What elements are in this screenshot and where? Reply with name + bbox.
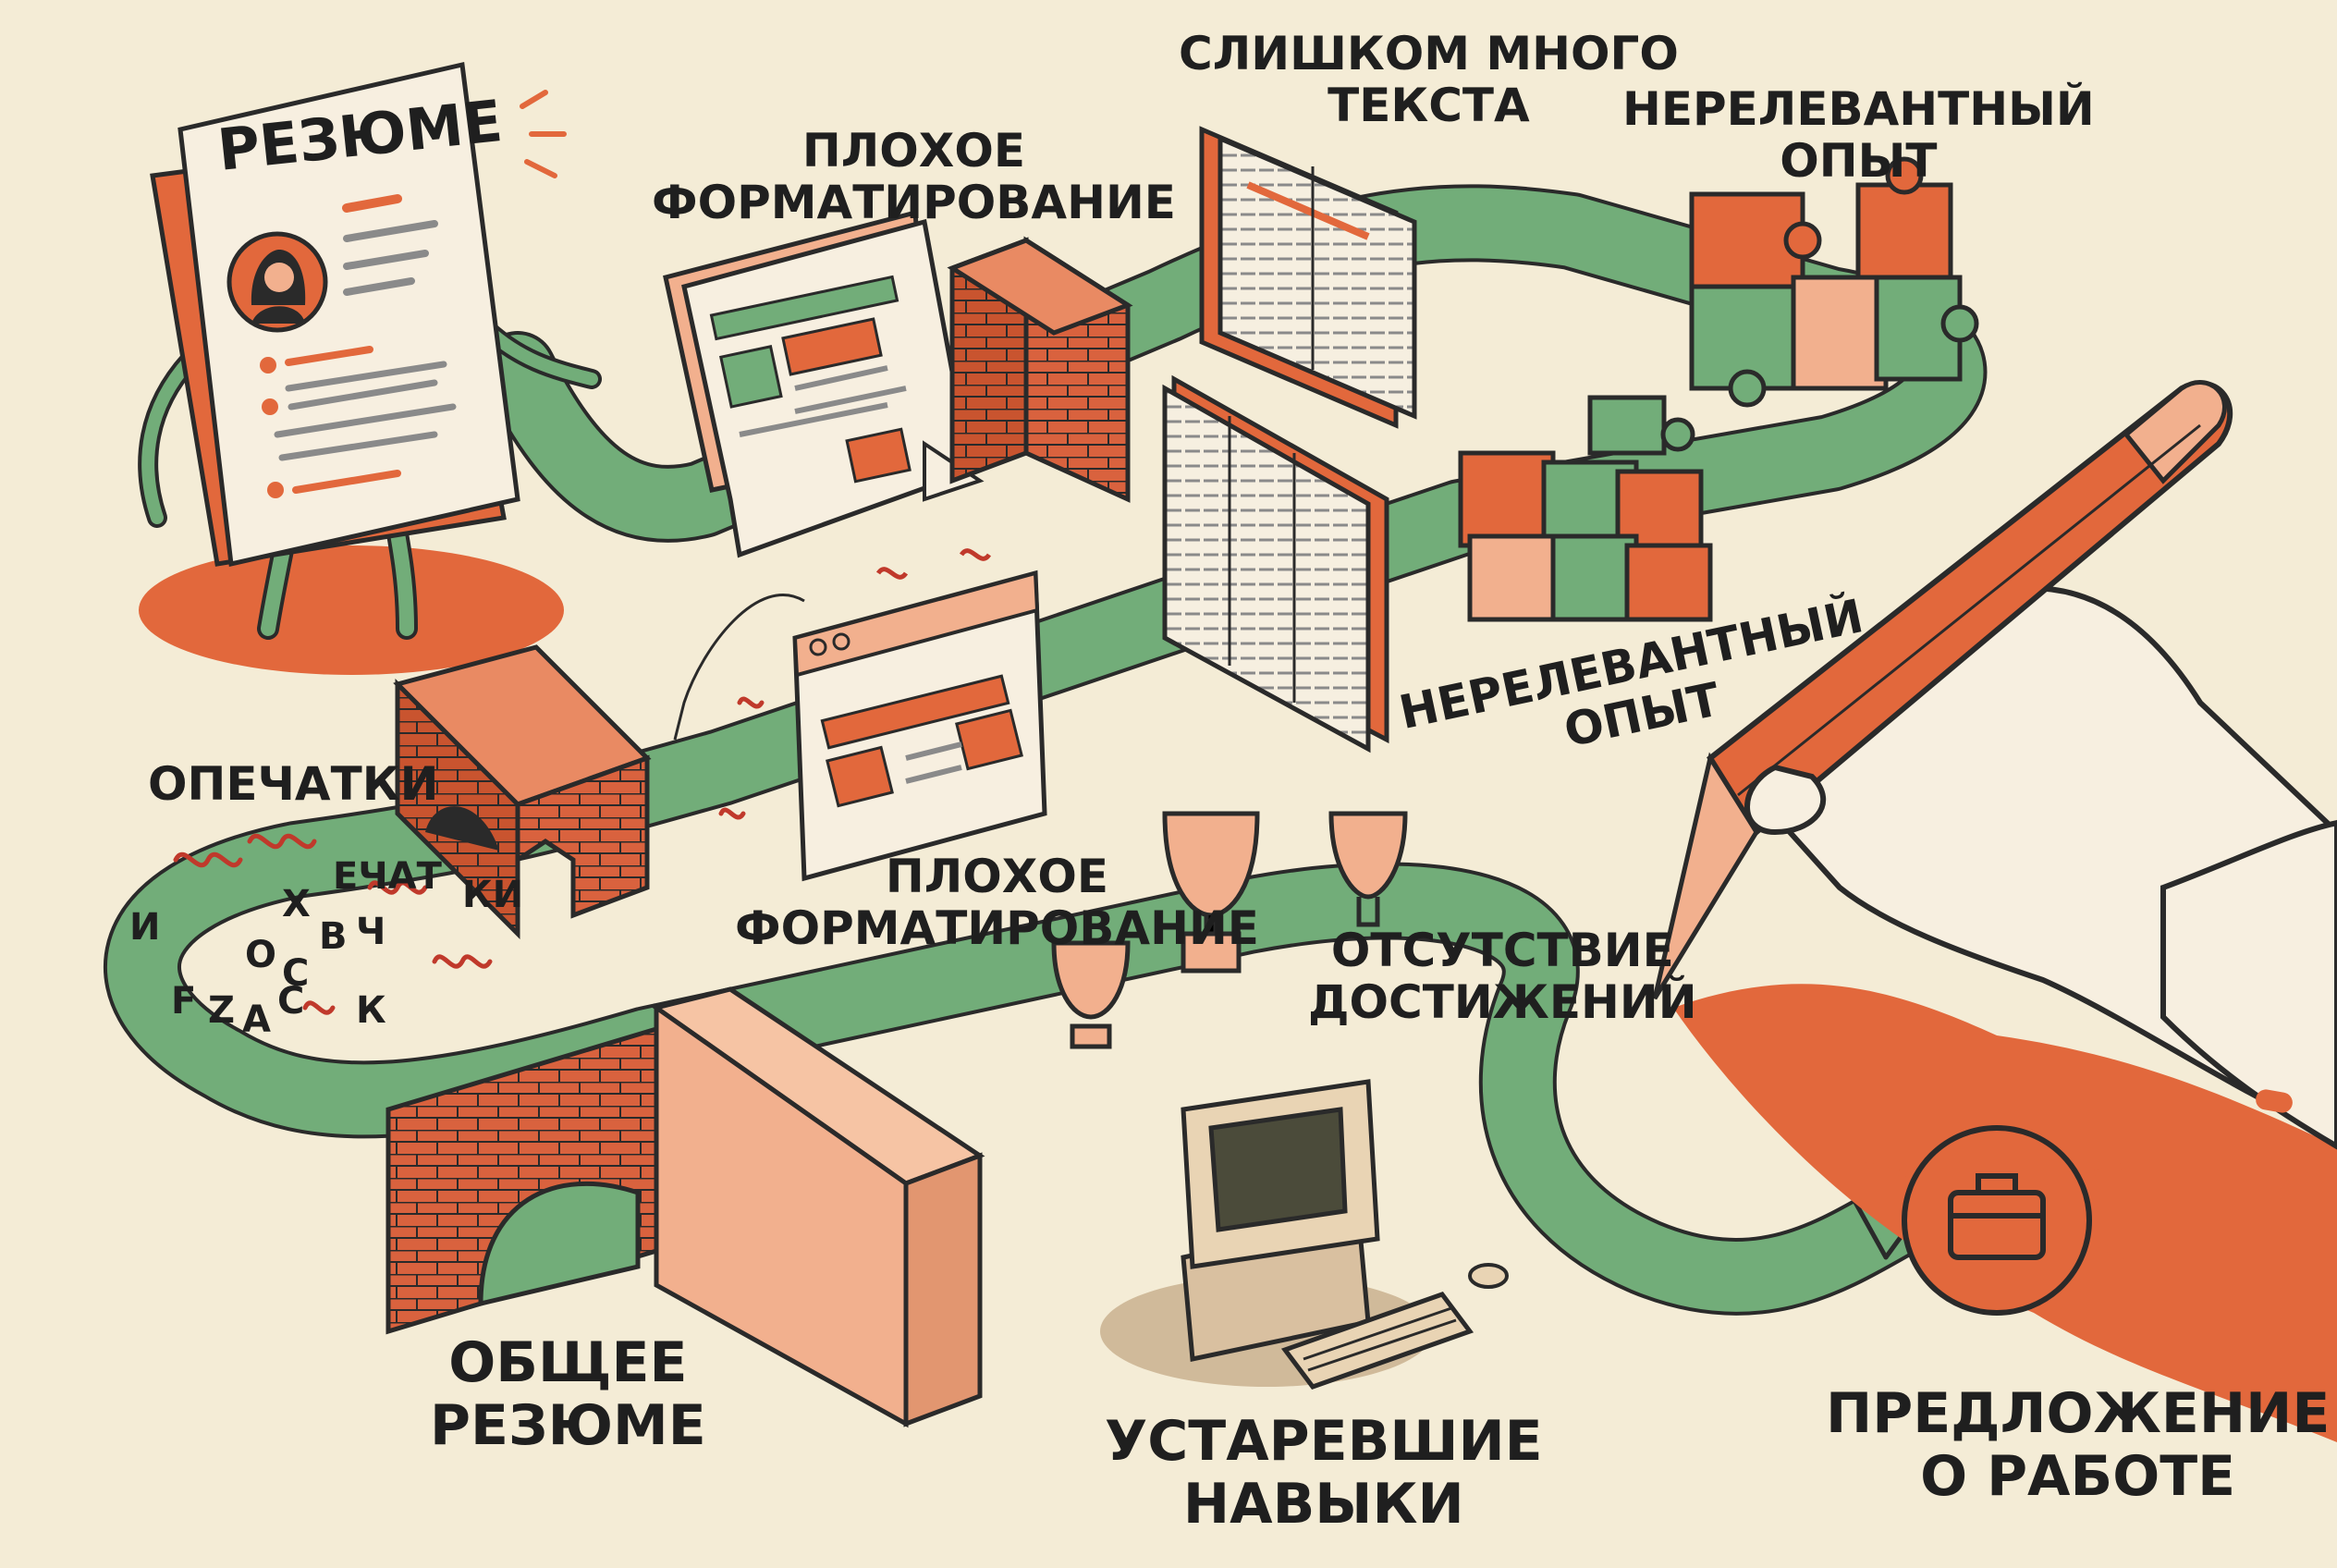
- label-no-achievements: ОТСУТСТВИЕ ДОСТИЖЕНИЙ: [1308, 925, 1697, 1028]
- typo-letter: В: [319, 915, 348, 958]
- label-line: ТЕКСТА: [1328, 79, 1530, 132]
- puzzle-pieces-icon: [1689, 156, 1979, 408]
- old-computer-icon: [1100, 1079, 1509, 1390]
- brick-arch-lower-icon: [385, 1023, 668, 1335]
- label-line: ПРЕДЛОЖЕНИЕ: [1826, 1381, 2331, 1446]
- pen-hand-icon: [1652, 380, 2337, 1442]
- typo-letter: Х: [282, 883, 311, 925]
- resume-character-icon: [138, 61, 602, 675]
- typo-letter: С: [282, 952, 310, 995]
- label-line: О РАБОТЕ: [1920, 1444, 2236, 1509]
- label-line: ФОРМАТИРОВАНИЕ: [735, 901, 1259, 955]
- label-line: ПЛОХОЕ: [885, 850, 1109, 903]
- label-typos: ОПЕЧАТКИ: [148, 758, 438, 810]
- label-line: НЕРЕЛЕВАНТНЫЙ: [1622, 82, 2095, 136]
- text-heavy-document-icon: [1199, 126, 1417, 429]
- label-line: ФОРМАТИРОВАНИЕ: [652, 176, 1176, 229]
- label-generic-resume: ОБЩЕЕ РЕЗЮМЕ: [430, 1331, 706, 1457]
- label-line: ДОСТИЖЕНИЙ: [1308, 975, 1697, 1029]
- label-line: УСТАРЕВШИЕ: [1105, 1409, 1543, 1474]
- trophy-icon: [1051, 811, 1408, 1049]
- typo-letter: ЕЧАТ: [333, 855, 442, 898]
- brick-arch-icon: [393, 644, 652, 940]
- generic-resume-block-icon: [651, 986, 985, 1428]
- label-line: ОПЫТ: [1780, 134, 1938, 188]
- label-line: ОБЩЕЕ: [448, 1330, 688, 1395]
- typo-scribbles: [173, 696, 765, 1015]
- label-line: ОПЕЧАТКИ: [148, 757, 439, 811]
- label-bad-formatting-top: ПЛОХОЕ ФОРМАТИРОВАНИЕ: [652, 125, 1176, 228]
- label-line: НАВЫКИ: [1182, 1472, 1464, 1537]
- label-outdated-skills: УСТАРЕВШИЕ НАВЫКИ: [1105, 1410, 1543, 1536]
- typo-letter: Z: [208, 989, 236, 1032]
- label-line: РЕЗЮМЕ: [430, 1393, 706, 1458]
- broken-layout-document-icon: [663, 209, 985, 558]
- typo-letter: О: [245, 934, 277, 976]
- label-irrelevant-top: НЕРЕЛЕВАНТНЫЙ ОПЫТ: [1622, 83, 2095, 187]
- brick-wall-icon: [947, 236, 1133, 503]
- puzzle-pieces-mid-icon: [1458, 395, 1713, 622]
- typo-letter: Ч: [356, 911, 386, 953]
- typo-letter: A: [242, 998, 271, 1041]
- label-line: ПЛОХОЕ: [801, 124, 1026, 178]
- label-line: СЛИШКОМ МНОГО: [1179, 27, 1679, 80]
- typo-letter: F: [171, 980, 197, 1023]
- typo-letter: КИ: [462, 874, 524, 916]
- label-bad-formatting-mid: ПЛОХОЕ ФОРМАТИРОВАНИЕ: [735, 851, 1259, 954]
- typo-letter: К: [356, 989, 386, 1032]
- label-job-offer: ПРЕДЛОЖЕНИЕ О РАБОТЕ: [1826, 1382, 2330, 1508]
- broken-webpage-icon: [673, 548, 1047, 882]
- typo-letter: И: [129, 906, 161, 949]
- label-too-much-text: СЛИШКОМ МНОГО ТЕКСТА: [1179, 28, 1679, 131]
- typo-letter: С: [277, 980, 305, 1023]
- text-heavy-panel-icon: [1162, 374, 1389, 753]
- briefcase-icon: [1865, 1060, 2129, 1316]
- label-line: ОТСУТСТВИЕ: [1330, 924, 1674, 977]
